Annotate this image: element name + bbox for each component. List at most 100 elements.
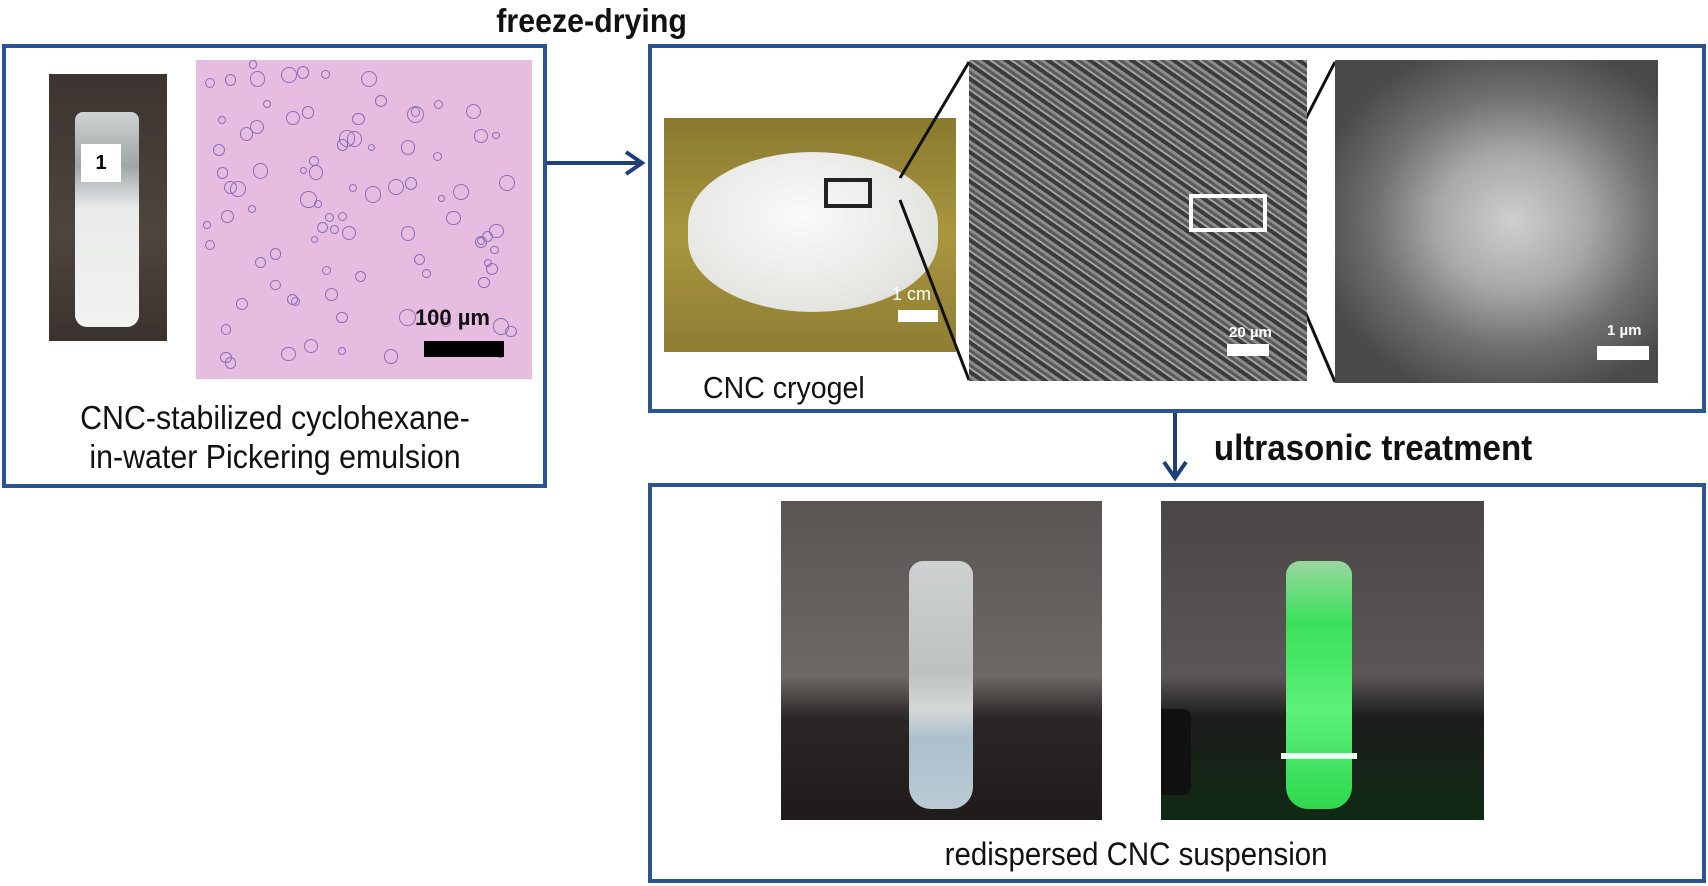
droplet bbox=[236, 297, 248, 310]
droplet bbox=[452, 183, 470, 201]
droplet bbox=[224, 74, 237, 86]
fluorescent-vial bbox=[1286, 561, 1352, 809]
micrograph-scale-bar bbox=[424, 341, 504, 357]
droplet bbox=[492, 318, 510, 335]
droplet bbox=[488, 223, 504, 239]
droplet bbox=[348, 184, 358, 193]
droplet bbox=[355, 270, 367, 282]
droplet bbox=[365, 186, 382, 203]
suspension-vial bbox=[909, 561, 973, 809]
droplet bbox=[321, 265, 332, 275]
droplet bbox=[224, 357, 237, 369]
emulsion-micrograph: 100 µm bbox=[196, 60, 532, 379]
droplet bbox=[499, 174, 516, 191]
droplet bbox=[429, 315, 438, 324]
arrow-down-icon bbox=[1162, 410, 1188, 482]
droplet bbox=[301, 106, 315, 119]
droplet bbox=[308, 165, 324, 180]
droplet bbox=[486, 263, 499, 276]
cryogel-scale-label: 1 cm bbox=[892, 284, 932, 304]
droplet bbox=[400, 140, 415, 155]
droplet bbox=[351, 112, 365, 126]
sem-image-high-mag: 1 µm bbox=[1335, 60, 1658, 383]
droplet bbox=[432, 151, 443, 161]
droplet bbox=[465, 103, 482, 119]
cryogel-photo: 1 cm bbox=[664, 118, 956, 352]
droplet bbox=[438, 195, 446, 203]
droplet bbox=[433, 99, 444, 109]
sem2-scale-bar bbox=[1597, 346, 1649, 360]
droplet bbox=[367, 143, 376, 151]
droplet bbox=[299, 167, 307, 175]
droplet bbox=[338, 129, 356, 147]
droplet bbox=[223, 181, 237, 195]
droplet bbox=[280, 67, 297, 84]
droplet bbox=[490, 245, 500, 255]
droplet bbox=[248, 205, 257, 214]
droplet bbox=[296, 66, 310, 79]
droplet bbox=[477, 236, 486, 245]
cryogel-caption: CNC cryogel bbox=[703, 370, 865, 405]
droplet bbox=[287, 294, 299, 306]
droplet bbox=[387, 178, 404, 195]
droplet bbox=[311, 235, 319, 243]
droplet bbox=[202, 221, 211, 229]
sem-zoom-box bbox=[1189, 194, 1267, 232]
cryogel-zoom-box bbox=[824, 178, 872, 208]
droplet bbox=[446, 210, 461, 226]
droplet bbox=[249, 71, 266, 87]
fluorescent-vial-photo bbox=[1161, 501, 1484, 820]
droplet bbox=[474, 128, 488, 143]
droplet bbox=[281, 346, 296, 362]
freeze-drying-label: freeze-drying bbox=[496, 2, 687, 39]
droplet bbox=[330, 225, 340, 234]
droplet bbox=[269, 248, 282, 261]
droplet bbox=[406, 106, 424, 124]
emulsion-caption-line2: in-water Pickering emulsion bbox=[89, 438, 461, 475]
droplet bbox=[216, 166, 229, 179]
droplet bbox=[263, 100, 272, 109]
droplet bbox=[270, 279, 281, 291]
droplet bbox=[338, 346, 347, 355]
droplet bbox=[337, 211, 348, 222]
sem2-scale-label: 1 µm bbox=[1607, 322, 1642, 339]
suspension-caption: redispersed CNC suspension bbox=[944, 836, 1328, 872]
droplet bbox=[220, 324, 232, 335]
droplet bbox=[220, 209, 235, 224]
droplet bbox=[285, 111, 300, 125]
ultrasonic-treatment-label: ultrasonic treatment bbox=[1213, 427, 1533, 468]
emulsion-vial-photo: 1 bbox=[49, 74, 167, 341]
cryogel-disc bbox=[688, 152, 938, 312]
droplet bbox=[404, 177, 418, 190]
droplet bbox=[483, 258, 492, 267]
droplet bbox=[299, 191, 317, 209]
droplet bbox=[341, 226, 357, 241]
droplet bbox=[413, 254, 425, 266]
emulsion-caption: CNC-stabilized cyclohexane- in-water Pic… bbox=[31, 398, 519, 476]
micrograph-scale-label: 100 µm bbox=[414, 305, 490, 330]
droplet bbox=[324, 212, 335, 223]
sem-image-low-mag: 20 µm bbox=[969, 60, 1307, 381]
droplet bbox=[400, 226, 416, 241]
droplet bbox=[360, 70, 378, 88]
droplet bbox=[212, 143, 225, 156]
droplet bbox=[320, 69, 331, 79]
emulsion-caption-line1: CNC-stabilized cyclohexane- bbox=[80, 399, 470, 436]
droplet bbox=[422, 269, 431, 278]
droplet bbox=[204, 78, 216, 89]
droplet bbox=[399, 308, 417, 326]
droplet bbox=[205, 240, 216, 251]
arrow-right-icon bbox=[545, 150, 646, 176]
sem1-scale-label: 20 µm bbox=[1229, 324, 1272, 341]
cryogel-scale-bar bbox=[898, 310, 938, 322]
droplet bbox=[441, 317, 452, 328]
droplet bbox=[411, 107, 421, 117]
droplet bbox=[336, 311, 349, 324]
laser-beam bbox=[1281, 753, 1357, 759]
suspension-vial-photo bbox=[781, 501, 1102, 820]
droplet bbox=[249, 120, 264, 134]
droplet bbox=[304, 339, 319, 354]
droplet bbox=[492, 131, 501, 140]
droplet bbox=[316, 221, 329, 234]
droplet bbox=[253, 163, 269, 179]
